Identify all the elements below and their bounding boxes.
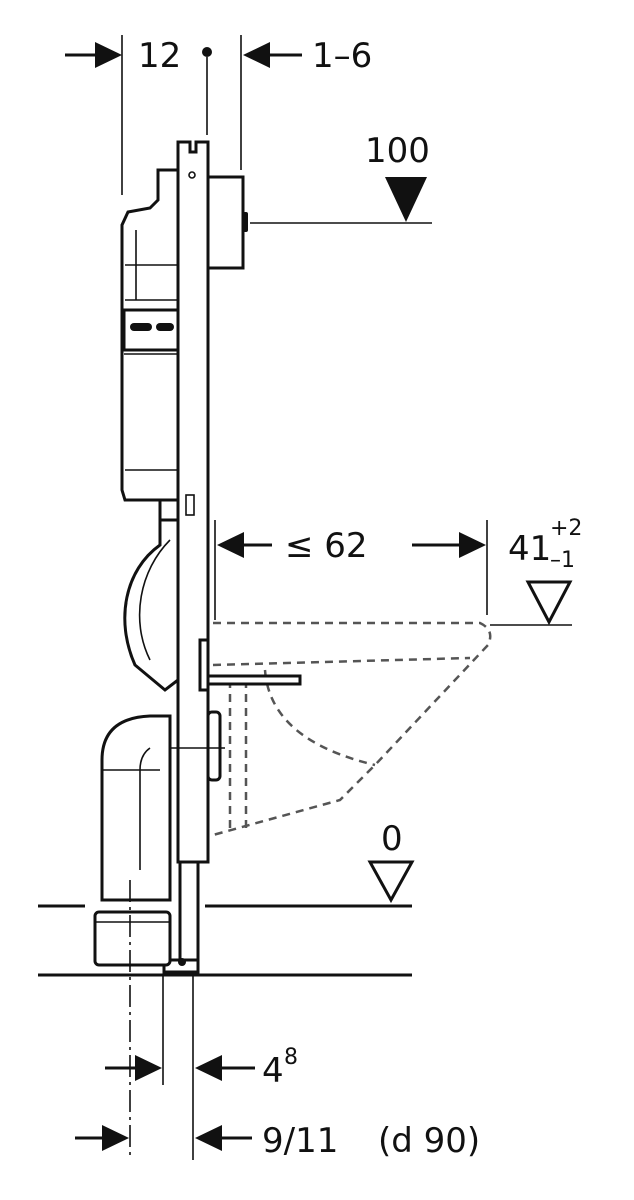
label-pipe-diameter: (d 90): [378, 1121, 480, 1161]
cistern: [120, 168, 180, 502]
dimension-1-6: 1–6: [240, 35, 372, 170]
label-tol-minus: –1: [550, 548, 575, 573]
wc-bowl-outline: [212, 621, 492, 837]
dimension-12: 12: [65, 35, 212, 195]
label-zero: 0: [381, 819, 403, 859]
label-1-6: 1–6: [312, 36, 372, 76]
label-pipe-offset: 9/11: [262, 1121, 338, 1161]
level-triangle-filled: [385, 177, 427, 222]
dimension-pipe-offset: 9/11 (d 90): [75, 1121, 480, 1161]
flush-plate-box: [205, 175, 245, 270]
level-floor-zero: 0: [367, 819, 415, 904]
flush-pipe: [123, 500, 180, 692]
fixing-bolt: [206, 674, 302, 686]
label-bottom-offset-sup: 8: [284, 1045, 298, 1070]
dimension-projection: ≤ 62: [214, 520, 488, 620]
label-seat-height: 41: [508, 529, 551, 569]
label-tol-plus: +2: [550, 516, 582, 541]
level-100: 100: [250, 131, 432, 224]
label-100: 100: [365, 131, 430, 171]
drain-elbow: [93, 714, 172, 967]
label-12: 12: [138, 36, 181, 76]
level-triangle-open: [525, 580, 573, 626]
level-triangle-open: [367, 860, 415, 904]
level-seat-height: 41 +2 –1: [490, 516, 582, 626]
label-bottom-offset: 4: [262, 1051, 284, 1091]
axis-dot: [202, 47, 212, 57]
dimension-bottom-offset: 4 8: [105, 1045, 298, 1091]
label-projection: ≤ 62: [285, 526, 368, 566]
